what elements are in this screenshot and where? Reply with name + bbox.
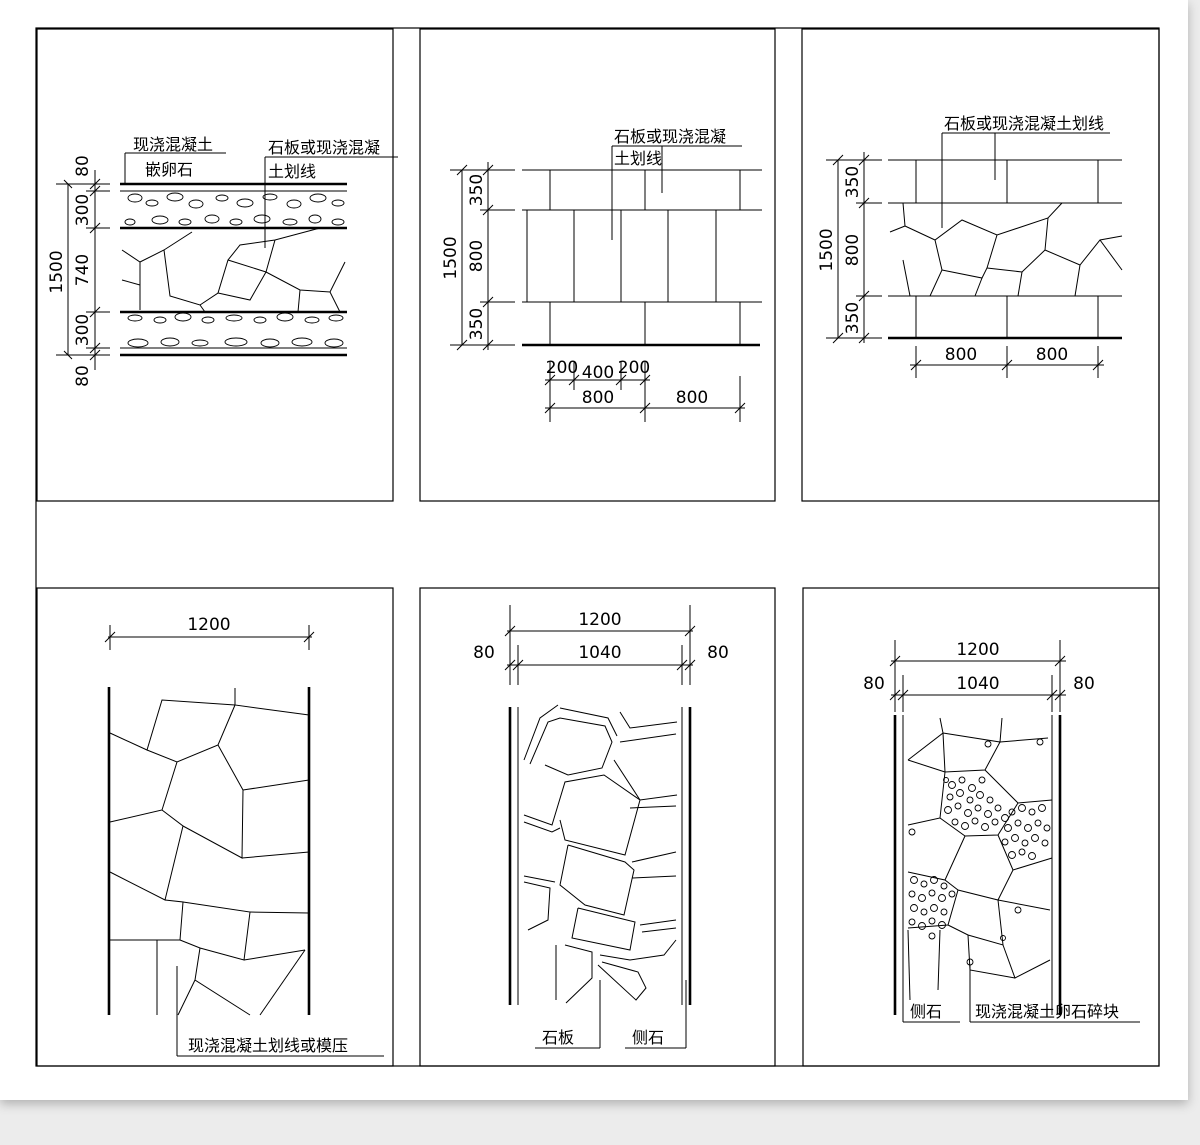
dim-inner: 1040	[578, 643, 621, 663]
cad-drawing: 现浇混凝土 嵌卵石 石板或现浇混凝 土划线 1500 80 300 740 30…	[35, 27, 1160, 1067]
joint-lines	[109, 688, 310, 1016]
label-note: 现浇混凝土划线或模压	[188, 1036, 348, 1055]
dim-bottom: 350	[843, 302, 863, 334]
dim-top: 350	[843, 166, 863, 198]
dim-middle: 800	[467, 240, 487, 272]
dim-800b: 800	[676, 388, 708, 408]
label-curb: 侧石	[910, 1002, 942, 1021]
panel-frame	[419, 28, 776, 502]
label-pebble: 嵌卵石	[145, 160, 193, 179]
panel-frame	[802, 587, 1160, 1067]
label-joint-line2: 土划线	[268, 162, 316, 181]
dim-total: 1500	[47, 250, 67, 293]
joint-lines	[526, 170, 741, 345]
dim-width: 1200	[187, 615, 230, 635]
dim-left: 80	[473, 643, 495, 663]
dim-gravel-bottom: 300	[73, 314, 93, 346]
dim-bottom: 350	[467, 308, 487, 340]
drawing-sheet: 现浇混凝土 嵌卵石 石板或现浇混凝 土划线 1500 80 300 740 30…	[0, 0, 1188, 1100]
dim-curb-top: 80	[73, 155, 93, 177]
dim-200b: 200	[618, 358, 650, 378]
dim-top: 350	[467, 174, 487, 206]
panel-frame	[36, 28, 394, 502]
label-joint: 石板或现浇混凝	[268, 138, 380, 157]
pebble-clusters	[908, 738, 1051, 966]
joint-lines	[121, 227, 346, 313]
dim-right: 80	[707, 643, 729, 663]
panel-frame	[36, 587, 394, 1067]
label-joint: 石板或现浇混凝土划线	[944, 114, 1104, 133]
dim-width: 1200	[956, 640, 999, 660]
pebble-layer	[124, 192, 345, 348]
dim-800b: 800	[1036, 345, 1068, 365]
panel-section-slab-rect: 石板或现浇混凝 土划线 1500 350 800 350 200 400 200…	[419, 28, 776, 502]
dim-400: 400	[582, 363, 614, 383]
label-slab: 石板	[542, 1028, 574, 1047]
joint-lines	[889, 160, 1123, 338]
panel-plan-slab: 1200 1040 80 80 石板 侧石	[419, 587, 776, 1067]
panel-section-cobble: 现浇混凝土 嵌卵石 石板或现浇混凝 土划线 1500 80 300 740 30…	[36, 28, 398, 502]
dim-gravel-top: 300	[73, 194, 93, 226]
dim-width: 1200	[578, 610, 621, 630]
panel-plan-concrete: 1200 现浇混凝土划线或模压	[36, 587, 394, 1067]
dim-middle: 800	[843, 234, 863, 266]
panel-plan-pebble: 1200 1040 80 80 侧石 现浇混凝土卵石碎块	[802, 587, 1160, 1067]
label-joint: 石板或现浇混凝	[614, 127, 726, 146]
dim-left: 80	[863, 674, 885, 694]
label-note: 现浇混凝土卵石碎块	[975, 1002, 1119, 1021]
label-concrete: 现浇混凝土	[133, 135, 213, 154]
dim-middle: 740	[73, 254, 93, 286]
dim-total: 1500	[441, 236, 461, 279]
panel-frame	[801, 28, 1160, 502]
joint-lines	[907, 717, 1053, 1001]
dim-800a: 800	[582, 388, 614, 408]
dim-200a: 200	[546, 358, 578, 378]
dim-right: 80	[1073, 674, 1095, 694]
panel-section-slab-irregular: 石板或现浇混凝土划线 1500 350 800 350 800 800	[801, 28, 1160, 502]
panel-frame	[419, 587, 776, 1067]
label-joint-line2: 土划线	[614, 149, 662, 168]
dim-curb-bottom: 80	[73, 365, 93, 387]
dim-inner: 1040	[956, 674, 999, 694]
dim-total: 1500	[817, 228, 837, 271]
label-curb: 侧石	[632, 1028, 664, 1047]
slab-joints	[523, 704, 678, 1004]
dim-800a: 800	[945, 345, 977, 365]
